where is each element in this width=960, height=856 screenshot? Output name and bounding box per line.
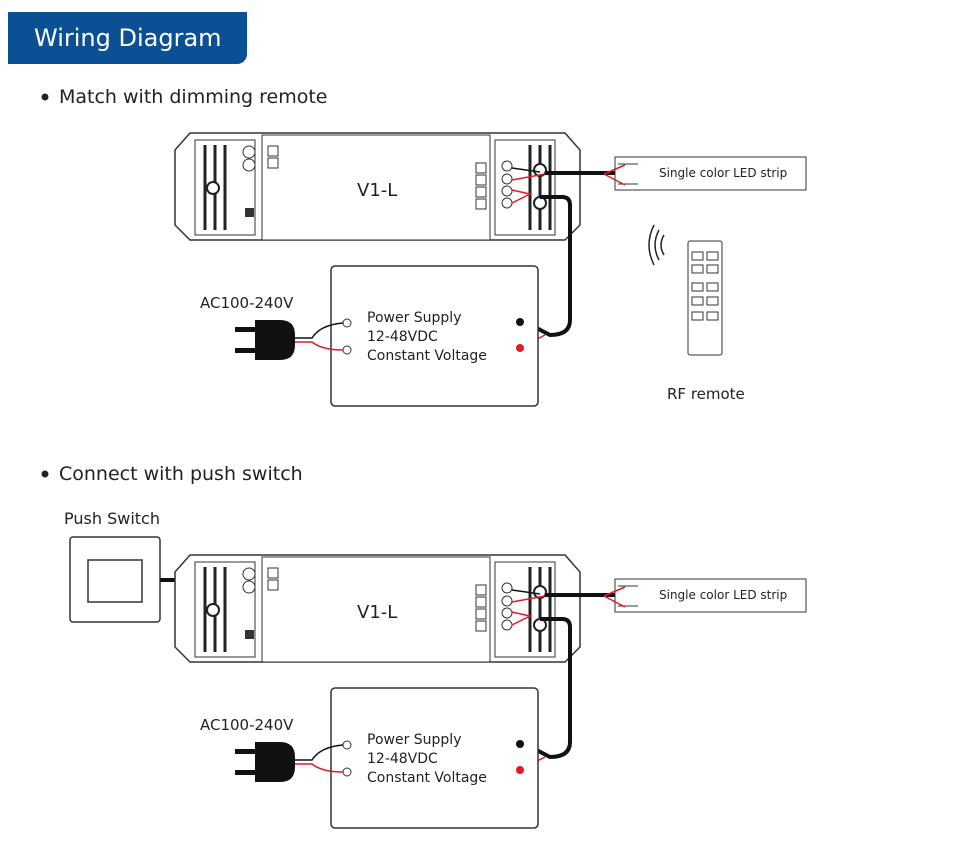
psu-line-3: Constant Voltage bbox=[367, 348, 487, 364]
led-strip-label: Single color LED strip bbox=[659, 166, 787, 180]
psu-line-3: Constant Voltage bbox=[367, 770, 487, 786]
psu-line-2: 12-48VDC bbox=[367, 329, 438, 345]
page-title: Wiring Diagram bbox=[8, 12, 247, 64]
ac-input-label: AC100-240V bbox=[200, 294, 294, 312]
psu-line-2: 12-48VDC bbox=[367, 751, 438, 767]
bullet-icon bbox=[41, 93, 49, 101]
section-heading: Connect with push switch bbox=[59, 463, 303, 485]
controller-label: V1-L bbox=[357, 602, 397, 623]
led-strip-label: Single color LED strip bbox=[659, 588, 787, 602]
push-switch-icon bbox=[69, 536, 251, 623]
rf-remote-icon bbox=[648, 224, 723, 356]
bullet-icon bbox=[41, 470, 49, 478]
controller-label: V1-L bbox=[357, 180, 397, 201]
rf-remote-label: RF remote bbox=[667, 385, 745, 403]
section-push-switch: Connect with push switch Push Switch V1-… bbox=[41, 463, 808, 830]
section-heading: Match with dimming remote bbox=[59, 86, 328, 108]
section-remote: Match with dimming remote V1-L Single co… bbox=[41, 86, 808, 408]
ac-input-label: AC100-240V bbox=[200, 716, 294, 734]
push-switch-label: Push Switch bbox=[64, 509, 160, 528]
psu-line-1: Power Supply bbox=[367, 732, 462, 748]
psu-line-1: Power Supply bbox=[367, 310, 462, 326]
